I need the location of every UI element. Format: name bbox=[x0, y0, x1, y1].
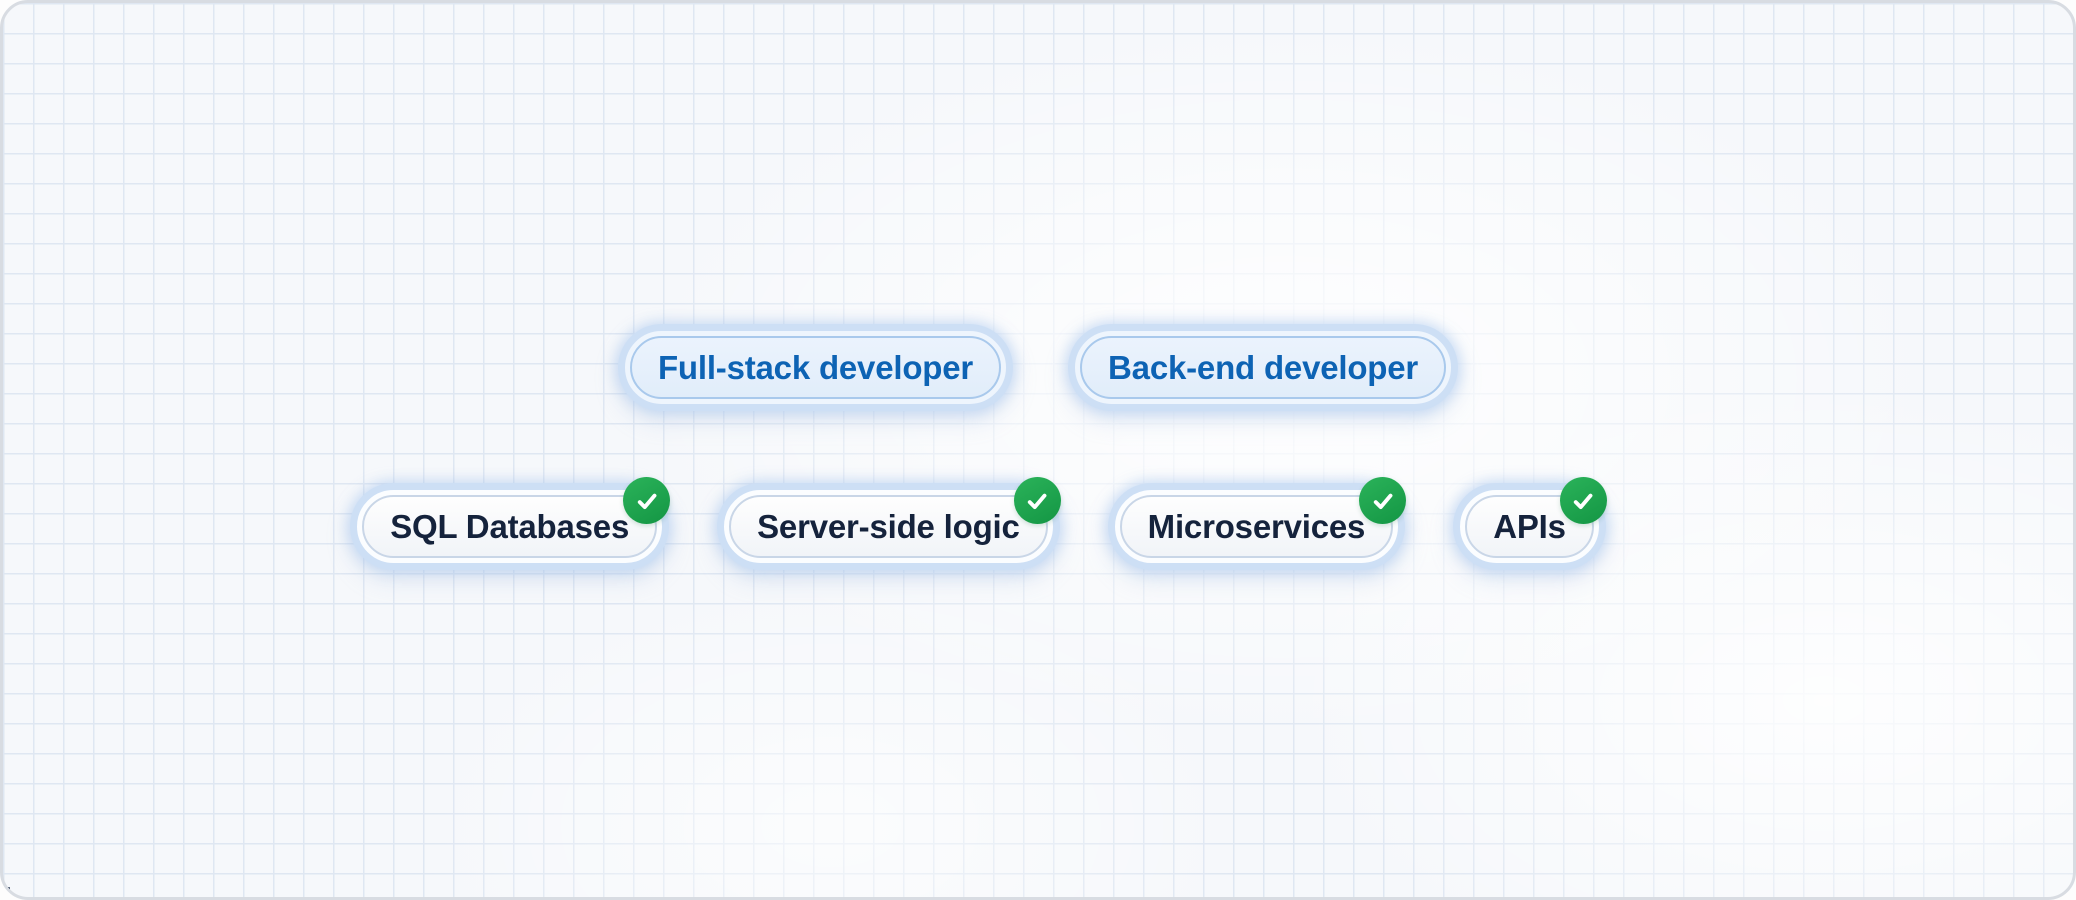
chip-label: Server-side logic bbox=[757, 508, 1020, 545]
check-icon bbox=[1359, 477, 1407, 524]
skill-chip-apis[interactable]: APIs bbox=[1453, 477, 1607, 570]
chip-inner: Microservices bbox=[1119, 495, 1394, 558]
chip-inner: Full-stack developer bbox=[629, 336, 1002, 399]
check-icon bbox=[1559, 477, 1607, 524]
chip-ring: Full-stack developer bbox=[617, 324, 1014, 411]
chip-label: Microservices bbox=[1147, 508, 1366, 545]
skill-chip-microservices[interactable]: Microservices bbox=[1107, 477, 1407, 570]
edge-artifact bbox=[3, 887, 10, 893]
chip-ring: Back-end developer bbox=[1068, 324, 1459, 411]
roles-row: Full-stack developer Back-end developer bbox=[617, 324, 1459, 411]
check-icon bbox=[623, 477, 671, 524]
chip-inner: Back-end developer bbox=[1080, 336, 1447, 399]
chip-label: APIs bbox=[1493, 508, 1566, 545]
chip-inner: SQL Databases bbox=[362, 495, 658, 558]
chip-ring: SQL Databases bbox=[350, 483, 670, 570]
skills-row: SQL Databases Server-side logic Microser… bbox=[350, 477, 1607, 570]
chip-ring: APIs bbox=[1453, 483, 1606, 570]
check-icon bbox=[1013, 477, 1061, 524]
chip-ring: Microservices bbox=[1107, 483, 1406, 570]
chip-inner: APIs bbox=[1465, 495, 1594, 558]
role-chip-full-stack-developer[interactable]: Full-stack developer bbox=[617, 324, 1014, 411]
chip-inner: Server-side logic bbox=[729, 495, 1048, 558]
skill-chip-server-side-logic[interactable]: Server-side logic bbox=[717, 477, 1061, 570]
chip-board: Full-stack developer Back-end developer … bbox=[3, 3, 2073, 894]
chip-ring: Server-side logic bbox=[717, 483, 1060, 570]
skill-chip-sql-databases[interactable]: SQL Databases bbox=[350, 477, 671, 570]
role-chip-back-end-developer[interactable]: Back-end developer bbox=[1068, 324, 1459, 411]
chip-label: Full-stack developer bbox=[657, 349, 974, 386]
chip-label: Back-end developer bbox=[1108, 349, 1419, 386]
chip-label: SQL Databases bbox=[390, 508, 630, 545]
